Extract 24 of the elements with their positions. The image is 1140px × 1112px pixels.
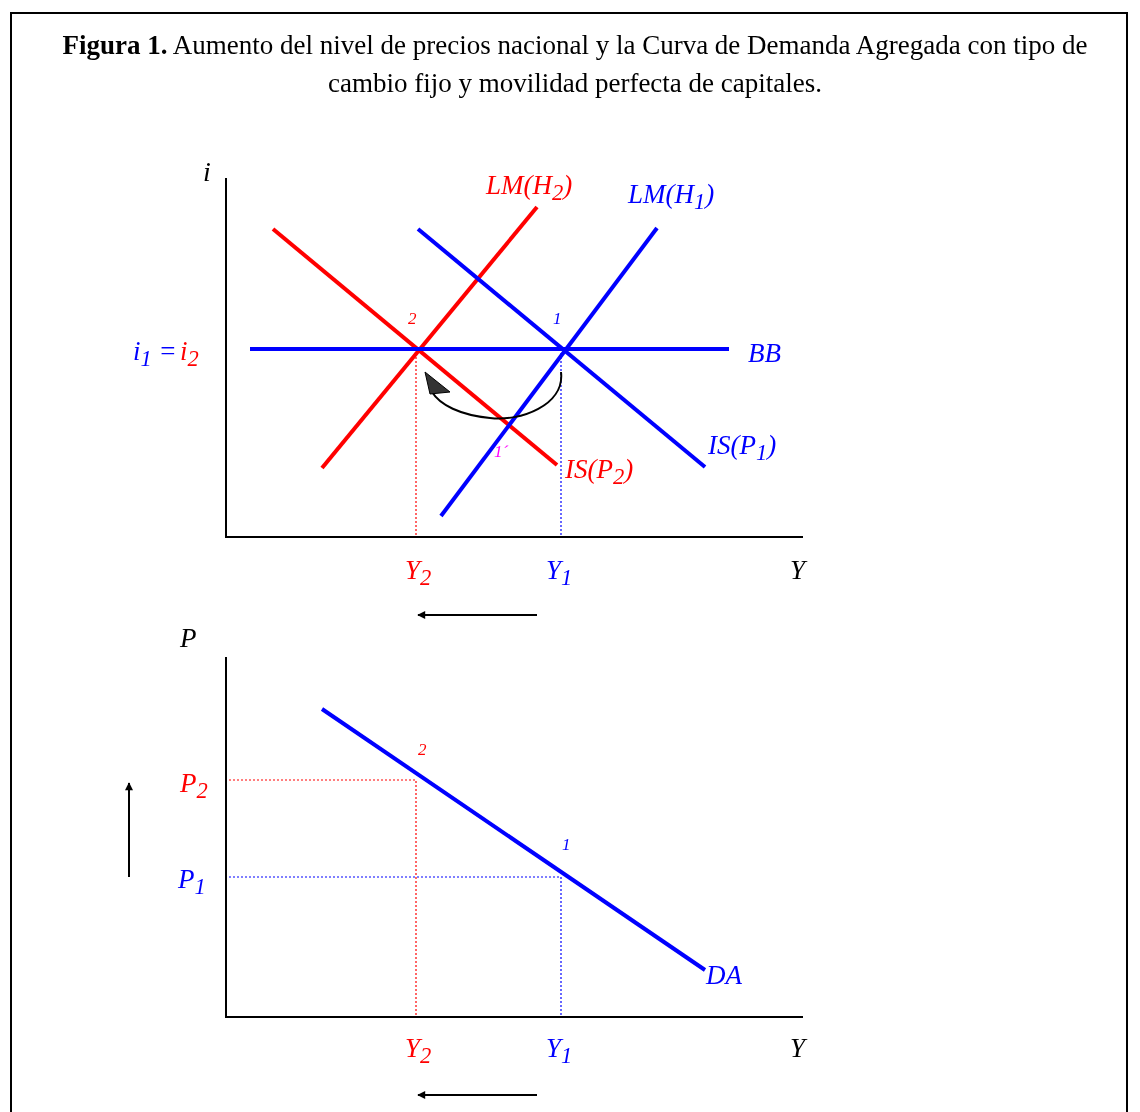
point-number: 1 bbox=[553, 310, 562, 327]
tick-label: Y$_{1}$ bbox=[546, 1035, 573, 1068]
curve-label: IS(P$_{2}$) bbox=[565, 456, 634, 489]
curve-label: LM(H$_{2}$) bbox=[486, 172, 573, 205]
tick-label: P$_{2}$ bbox=[180, 770, 208, 803]
axis-label: P bbox=[180, 625, 197, 652]
tick-label: Y$_{1}$ bbox=[546, 557, 573, 590]
axis-label: Y bbox=[790, 557, 806, 584]
tick-label: i$_{2}$ bbox=[180, 338, 199, 371]
point-number: 2 bbox=[418, 741, 427, 758]
figure-caption: Figura 1. Aumento del nivel de precios nacional y la Curva de Demanda Agregada con tipo de cambio fijo y movilidad perfecta de capitales. bbox=[61, 29, 1089, 100]
axis-label: i bbox=[203, 158, 211, 186]
point-number: 1´ bbox=[494, 443, 509, 460]
curve-label: DA bbox=[706, 962, 742, 989]
tick-label: Y$_{2}$ bbox=[405, 1035, 432, 1068]
curve-label: LM(H$_{1}$) bbox=[628, 181, 715, 214]
axis-label: Y bbox=[790, 1035, 806, 1062]
tick-label: Y$_{2}$ bbox=[405, 557, 432, 590]
tick-label: P$_{1}$ bbox=[178, 866, 206, 899]
tick-label: i$_{1}$ = bbox=[133, 338, 177, 371]
point-number: 1 bbox=[562, 836, 571, 853]
curve-label: BB bbox=[748, 340, 781, 367]
curve-label: IS(P$_{1}$) bbox=[708, 432, 777, 465]
point-number: 2 bbox=[408, 310, 417, 327]
